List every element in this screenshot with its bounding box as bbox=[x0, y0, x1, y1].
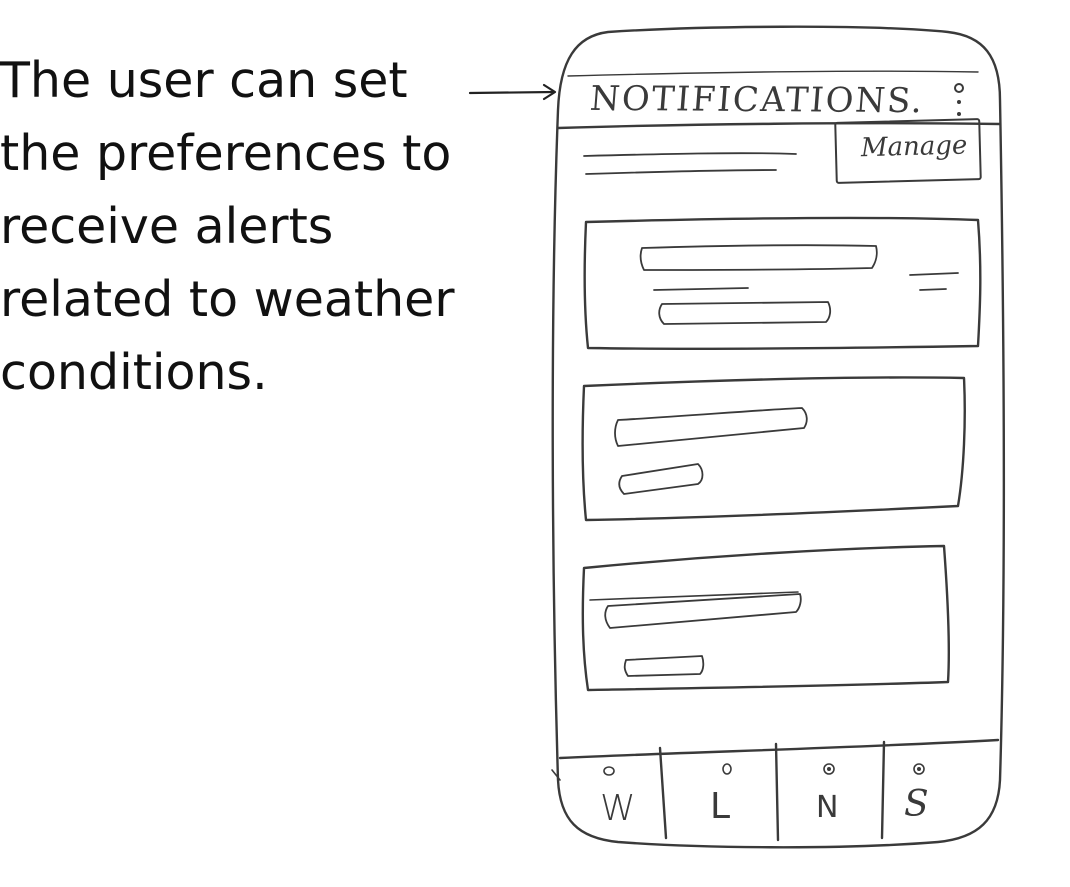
notification-card-2[interactable] bbox=[584, 378, 964, 520]
phone-frame bbox=[551, 25, 1005, 849]
notification-card bbox=[581, 544, 950, 692]
vertical-dots-icon bbox=[954, 83, 964, 116]
pointer-arrow-icon bbox=[468, 83, 557, 101]
nav-label-w: W bbox=[600, 788, 636, 829]
nav-item-s[interactable]: S bbox=[890, 752, 994, 838]
bottom-nav: W L N S bbox=[560, 752, 1000, 838]
circle-icon bbox=[823, 763, 835, 775]
manage-button-label: Manage bbox=[860, 130, 968, 164]
nav-label-l: L bbox=[710, 786, 731, 827]
overflow-menu-button[interactable] bbox=[948, 82, 970, 122]
annotation-line: related to weather bbox=[0, 271, 455, 328]
annotation-text: The user can set the preferences to rece… bbox=[0, 44, 480, 409]
circle-icon bbox=[722, 763, 732, 775]
notification-card-3[interactable] bbox=[584, 546, 948, 690]
nav-item-l[interactable]: L bbox=[668, 752, 778, 838]
manage-button[interactable]: Manage bbox=[834, 118, 982, 184]
annotation-line: the preferences to bbox=[0, 125, 452, 182]
annotation-line: The user can set bbox=[0, 52, 408, 109]
circle-icon bbox=[603, 766, 615, 776]
annotation-line: receive alerts bbox=[0, 198, 334, 255]
screen-title: NOTIFICATIONS. bbox=[588, 78, 926, 122]
nav-label-s: S bbox=[904, 784, 929, 825]
phone-wireframe bbox=[551, 25, 1005, 849]
circle-icon bbox=[913, 763, 925, 775]
nav-item-n[interactable]: N bbox=[782, 752, 886, 838]
nav-label-n: N bbox=[816, 790, 839, 825]
nav-item-w[interactable]: W bbox=[560, 752, 664, 838]
notification-card bbox=[581, 376, 966, 522]
notification-card bbox=[583, 216, 982, 351]
subheader-lines bbox=[583, 152, 797, 175]
annotation-line: conditions. bbox=[0, 344, 268, 401]
notification-card-1[interactable] bbox=[586, 220, 980, 348]
